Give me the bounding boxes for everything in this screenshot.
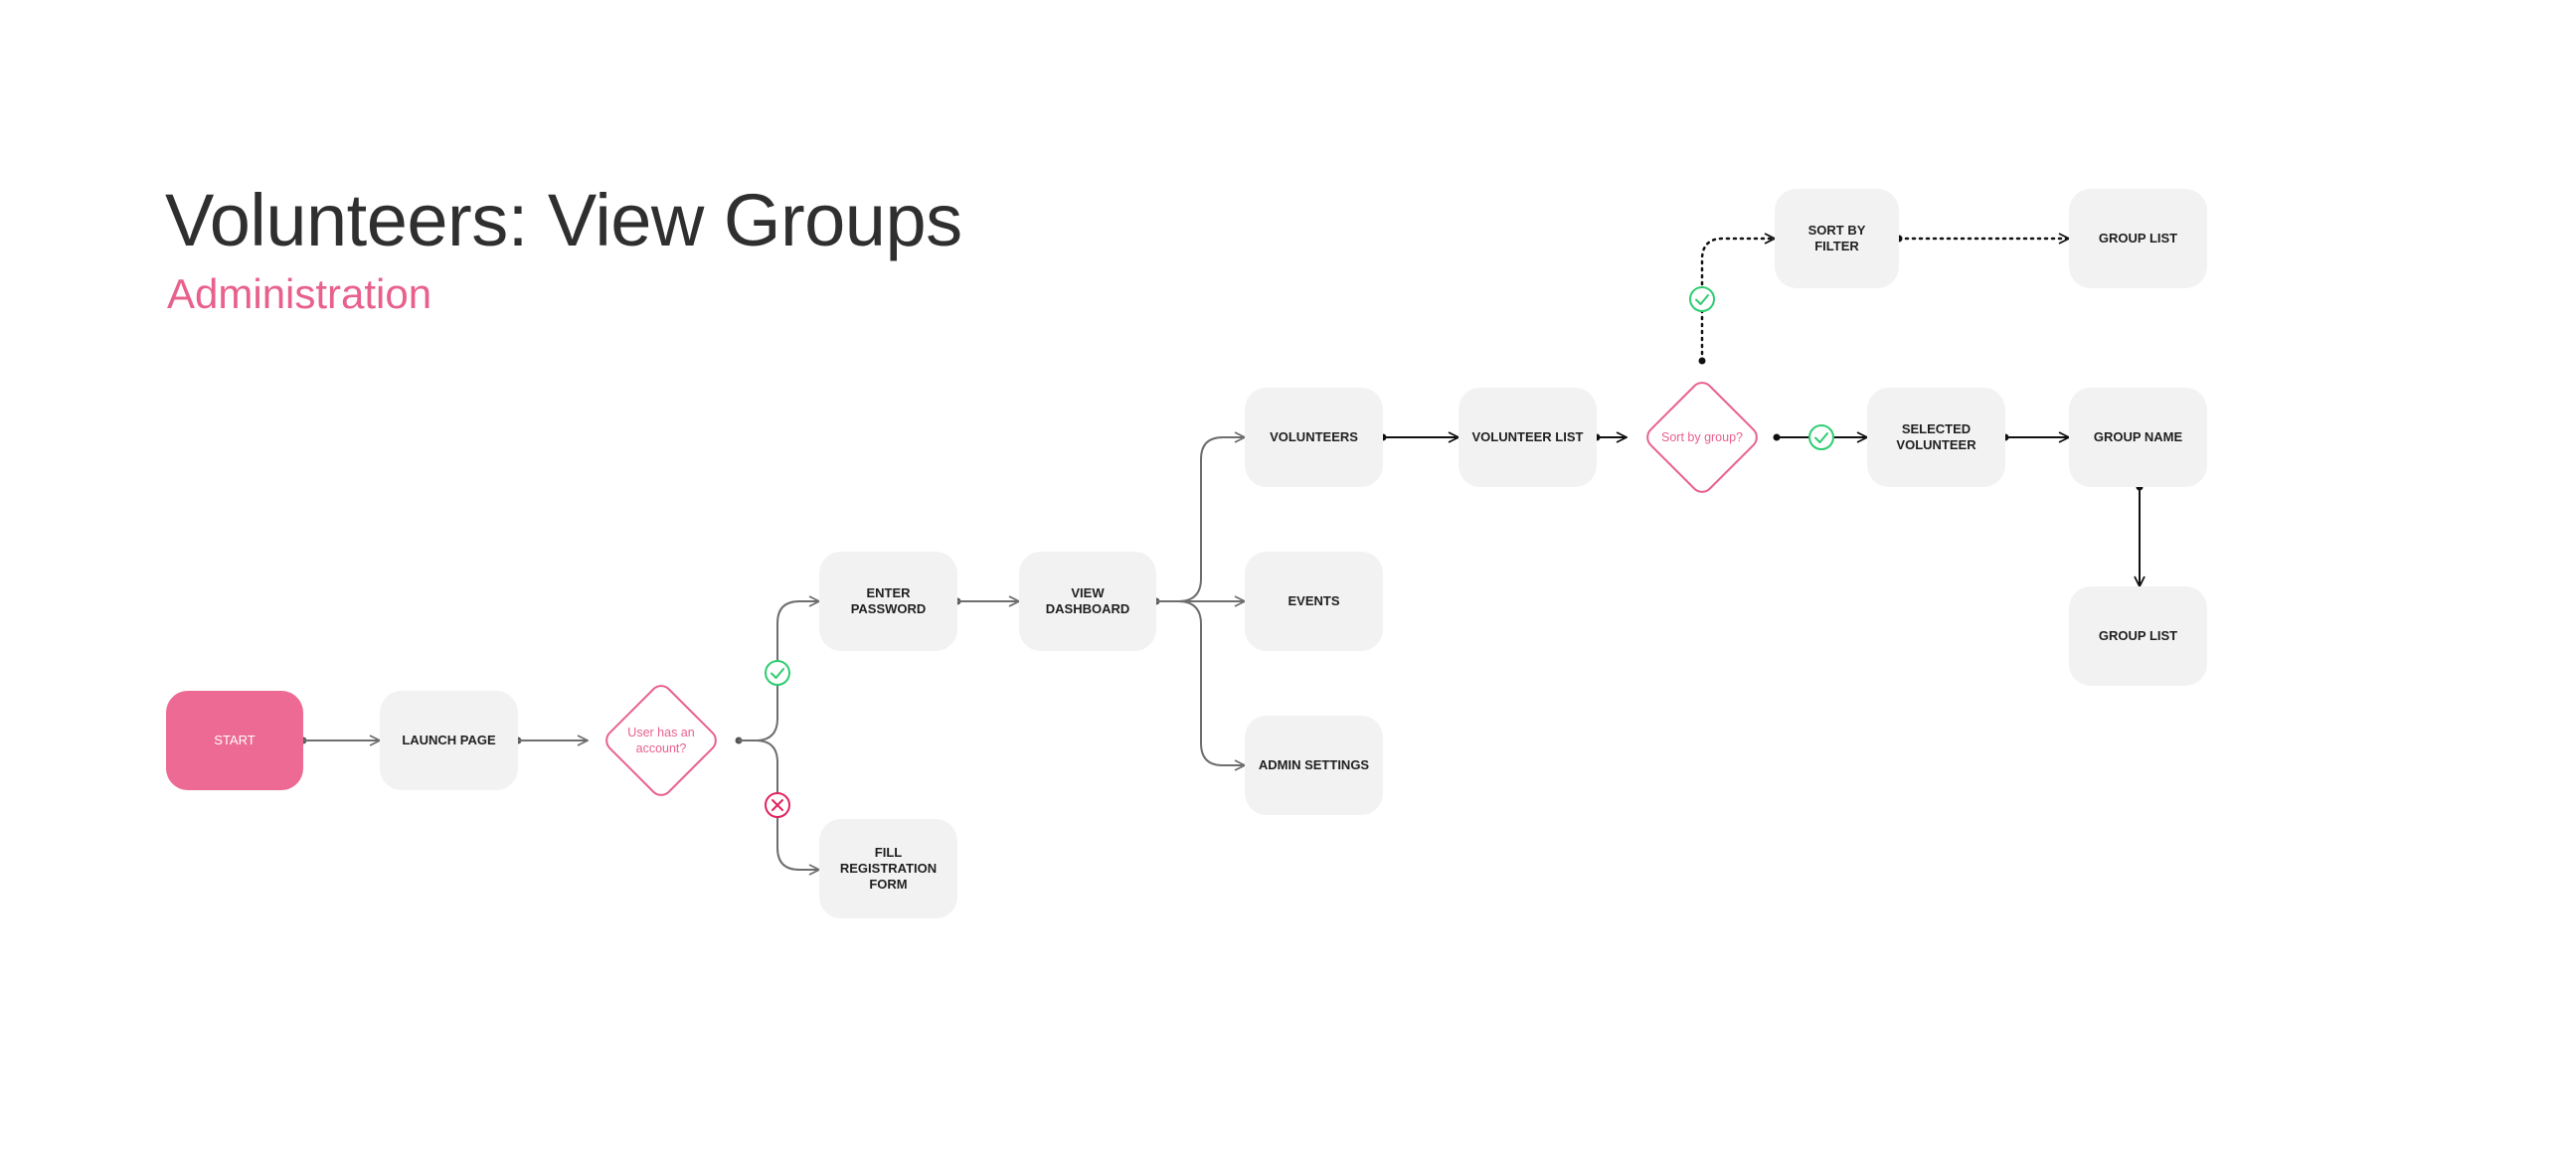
node-label: VOLUNTEER LIST [1471,428,1584,444]
selected-volunteer-node[interactable]: SELECTED VOLUNTEER [1867,388,2005,487]
volunteers-node[interactable]: VOLUNTEERS [1245,388,1383,487]
x-circle-icon [765,792,790,818]
connector-volunteers-to-list [1379,434,1460,441]
check-circle-icon [765,660,790,686]
connector-group-name-to-group-list [2137,483,2144,587]
check-circle-icon [1808,424,1834,450]
node-label: GROUP NAME [2093,428,2183,444]
node-label: FILL REGISTRATION FORM [839,844,938,893]
enter-password-node[interactable]: ENTER PASSWORD [819,552,957,651]
admin-settings-node[interactable]: ADMIN SETTINGS [1245,716,1383,815]
group-list-bottom-node[interactable]: GROUP LIST [2069,586,2207,686]
node-label: GROUP LIST [2098,230,2178,246]
node-label: EVENTS [1288,592,1340,608]
volunteer-list-node[interactable]: VOLUNTEER LIST [1459,388,1597,487]
launch-page-node[interactable]: LAUNCH PAGE [380,691,518,790]
page-title: Volunteers: View Groups [165,179,962,261]
view-dashboard-node[interactable]: VIEW DASHBOARD [1019,552,1156,651]
connector-list-to-sort-decision [1593,434,1628,441]
node-label: SELECTED VOLUNTEER [1896,420,1976,452]
sort-by-group-decision[interactable]: Sort by group? [1641,377,1763,498]
connector-start-to-launch [299,738,381,744]
connector-launch-to-decision [514,738,589,744]
start-node[interactable]: START [166,691,303,790]
node-label: SORT BY FILTER [1807,222,1866,253]
sort-by-filter-node[interactable]: SORT BY FILTER [1775,189,1899,288]
events-node[interactable]: EVENTS [1245,552,1383,651]
node-label: VOLUNTEERS [1270,428,1358,444]
connector-selected-to-group-name [2001,434,2070,441]
page-subtitle: Administration [167,270,432,317]
connector-sort-to-filter [1698,239,1777,365]
connector-dashboard-branches [1152,437,1246,765]
node-label: ENTER PASSWORD [850,584,927,616]
node-label: VIEW DASHBOARD [1045,584,1130,616]
connector-decision-branches [735,601,820,870]
check-circle-icon [1689,286,1715,312]
group-list-top-node[interactable]: GROUP LIST [2069,189,2207,288]
group-name-node[interactable]: GROUP NAME [2069,388,2207,487]
decision-label: User has an account? [627,725,695,755]
decision-label: Sort by group? [1661,429,1743,444]
node-label: ADMIN SETTINGS [1258,756,1370,772]
node-label: START [214,732,256,747]
fill-registration-form-node[interactable]: FILL REGISTRATION FORM [819,819,957,918]
connector-password-to-dashboard [953,598,1020,605]
has-account-decision[interactable]: User has an account? [601,680,722,801]
node-label: GROUP LIST [2098,627,2178,643]
connector-filter-to-group-list [1895,236,2071,243]
node-label: LAUNCH PAGE [402,732,496,747]
